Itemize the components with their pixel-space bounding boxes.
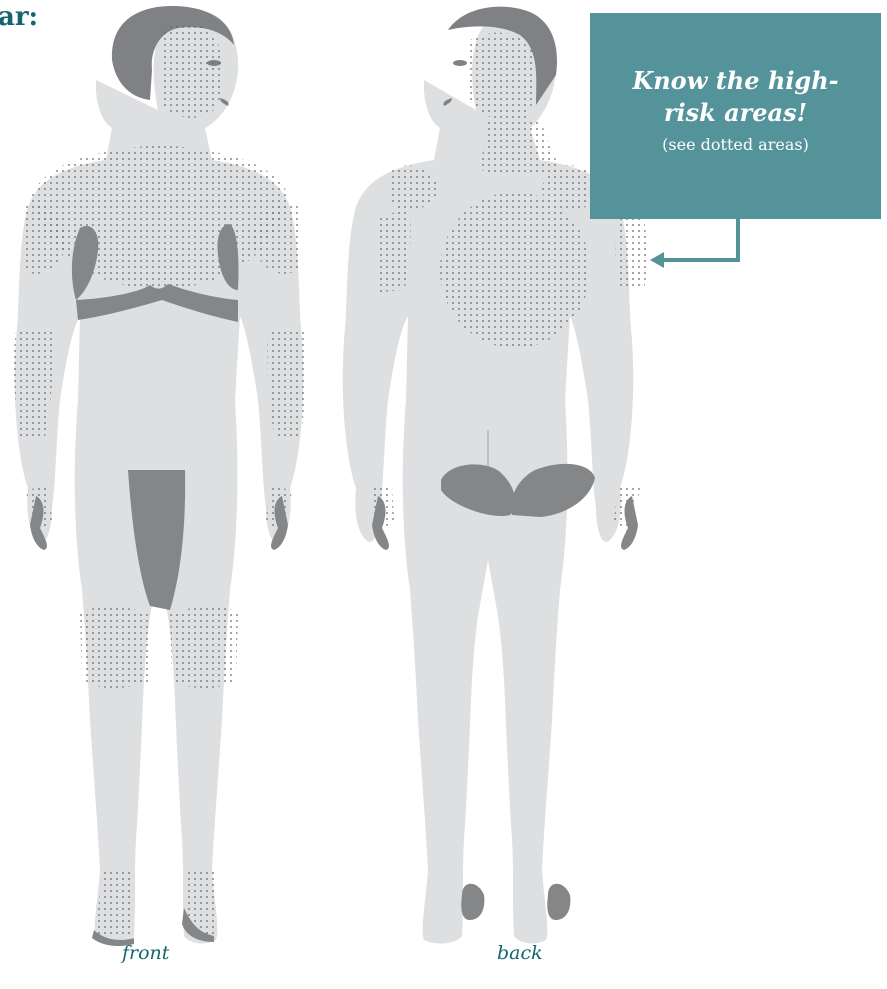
front-label: front: [122, 942, 169, 964]
callout-box: Know the high- risk areas! (see dotted a…: [590, 13, 881, 219]
front-dotted-right-foot: [96, 870, 134, 938]
callout-title-line-1: Know the high-: [632, 66, 838, 95]
front-dotted-right-elbow: [14, 330, 53, 440]
back-dotted-upper-back: [440, 192, 590, 348]
front-dotted-head: [160, 23, 224, 118]
back-dark-left-heel: [547, 884, 570, 920]
front-figure: [14, 6, 305, 946]
front-dotted-left-knee: [170, 607, 238, 688]
callout-title-line-2: risk areas!: [664, 98, 807, 127]
callout-arrow-head: [650, 252, 664, 268]
back-dotted-head: [470, 33, 536, 122]
back-label: back: [497, 942, 543, 964]
callout-arrow-line: [662, 218, 738, 260]
front-dotted-left-elbow: [267, 330, 305, 440]
back-dotted-right-arm: [377, 210, 411, 292]
back-dotted-left-arm: [616, 215, 648, 290]
back-dotted-neck: [480, 120, 560, 176]
front-dotted-right-knee: [80, 607, 150, 688]
callout-arrow: [650, 218, 738, 268]
callout-title: Know the high- risk areas!: [590, 65, 881, 129]
back-dark-right-heel: [461, 884, 484, 920]
callout-subtitle: (see dotted areas): [590, 135, 881, 155]
back-eye: [453, 60, 467, 66]
